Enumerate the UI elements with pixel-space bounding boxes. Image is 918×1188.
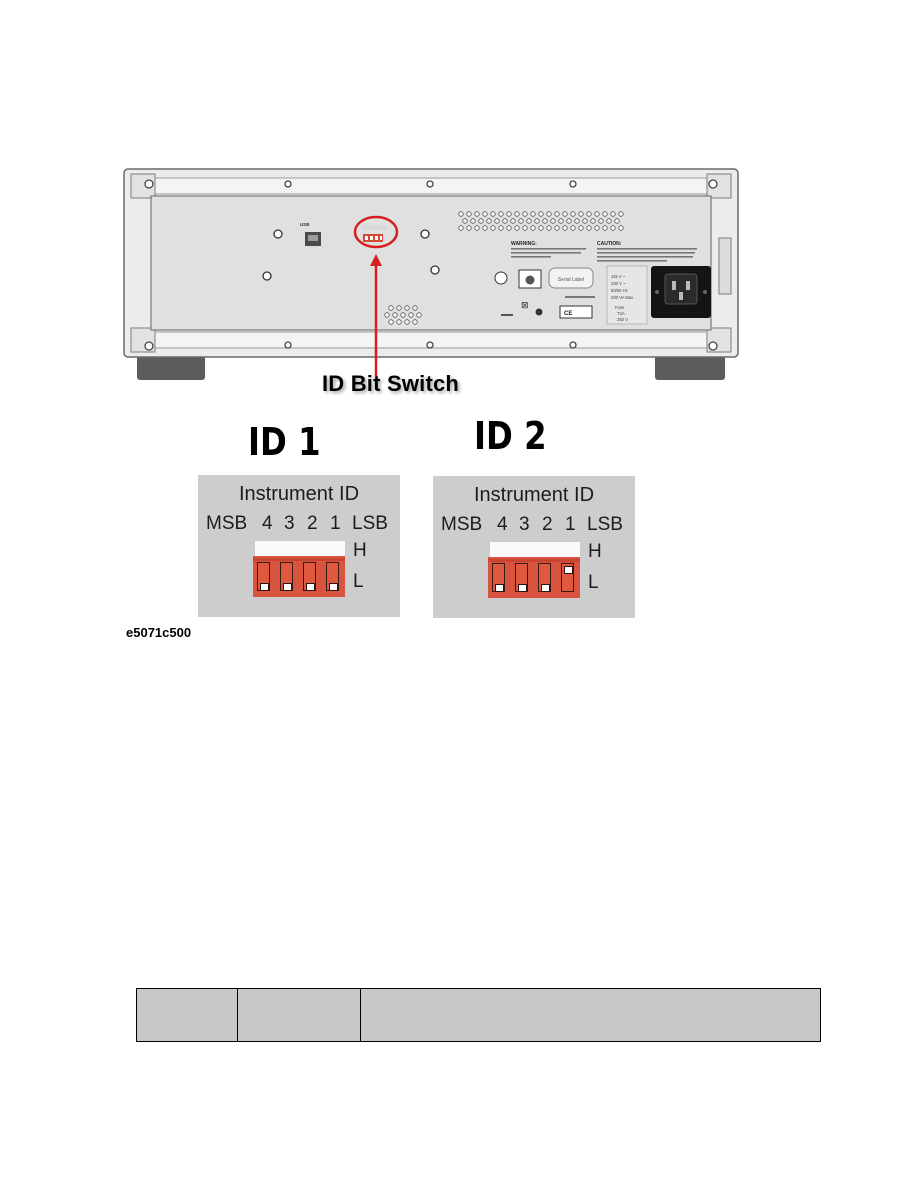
switch-high-zone (490, 542, 580, 557)
dip-switch-4 (257, 562, 270, 591)
power-rating-4: 200 VA Max (611, 295, 634, 300)
id-bit-switch-on-panel (361, 225, 387, 242)
msb-label: MSB (206, 513, 248, 534)
usb-port: USB (300, 222, 321, 246)
caution-title: CAUTION: (597, 241, 622, 247)
power-rating-2: 230 V ~ (611, 281, 626, 286)
rear-panel-illustration: USB WARNING: CAUTION: (123, 168, 739, 380)
figure-caption: e5071c500 (126, 625, 192, 640)
id2-heading: ID 2 (474, 414, 547, 458)
lsb-label: LSB (352, 513, 388, 534)
dip-switch-1 (561, 563, 574, 592)
power-rating-3: 50/60 Hz (611, 288, 628, 293)
dip-switch-2 (303, 562, 316, 591)
serial-label-text: Serial Label (558, 277, 584, 283)
high-label: H (353, 540, 367, 561)
high-label: H (588, 541, 602, 562)
lsb-label: LSB (587, 514, 623, 535)
instrument-id-panel-2: Instrument ID MSB 4 3 2 1 LSB H L (433, 476, 635, 618)
dip-switch-3 (280, 562, 293, 591)
table-row (136, 988, 821, 1042)
fuse-rating-2: T3A (617, 311, 625, 316)
low-label: L (353, 571, 364, 592)
ac-power-inlet (651, 266, 711, 318)
dip-switch-block (253, 556, 345, 597)
table-cell (136, 988, 238, 1042)
bit-label-1: 1 (565, 514, 576, 535)
bit-label-3: 3 (519, 514, 530, 535)
bit-label-4: 4 (497, 514, 508, 535)
callout-label: ID Bit Switch (322, 371, 460, 396)
msb-label: MSB (441, 514, 483, 535)
serial-label-plate (548, 267, 594, 289)
callout-circle (353, 215, 399, 249)
low-label: L (588, 572, 599, 593)
warning-title: WARNING: (511, 241, 537, 247)
power-rating-1: 115 V ~ (611, 274, 626, 279)
instrument-id-panel-1: Instrument ID MSB 4 3 2 1 LSB H L (198, 475, 400, 617)
svg-text:⊠: ⊠ (521, 301, 529, 311)
bit-label-2: 2 (307, 513, 318, 534)
table-cell (360, 988, 821, 1042)
panel-title: Instrument ID (238, 483, 360, 505)
switch-high-zone (255, 541, 345, 556)
bit-label-2: 2 (542, 514, 553, 535)
dip-switch-3 (515, 563, 528, 592)
dip-switch-2 (538, 563, 551, 592)
left-foot (137, 352, 205, 380)
bit-label-4: 4 (262, 513, 273, 534)
id1-heading: ID 1 (248, 420, 321, 464)
info-table (136, 988, 821, 1042)
fuse-rating-3: 250 V (617, 317, 628, 322)
dip-switch-block (488, 557, 580, 598)
fuse-rating-1: Fuse (615, 305, 625, 310)
dip-switch-1 (326, 562, 339, 591)
svg-text:CE: CE (564, 311, 572, 317)
certification-marks: Serial Label ⊠ CE (494, 267, 595, 319)
bit-label-3: 3 (284, 513, 295, 534)
bit-label-1: 1 (330, 513, 341, 534)
usb-label: USB (300, 222, 310, 227)
right-foot (655, 352, 725, 380)
callout-arrow (370, 254, 382, 378)
panel-title: Instrument ID (473, 484, 595, 506)
dip-switch-4 (492, 563, 505, 592)
table-cell (237, 988, 361, 1042)
